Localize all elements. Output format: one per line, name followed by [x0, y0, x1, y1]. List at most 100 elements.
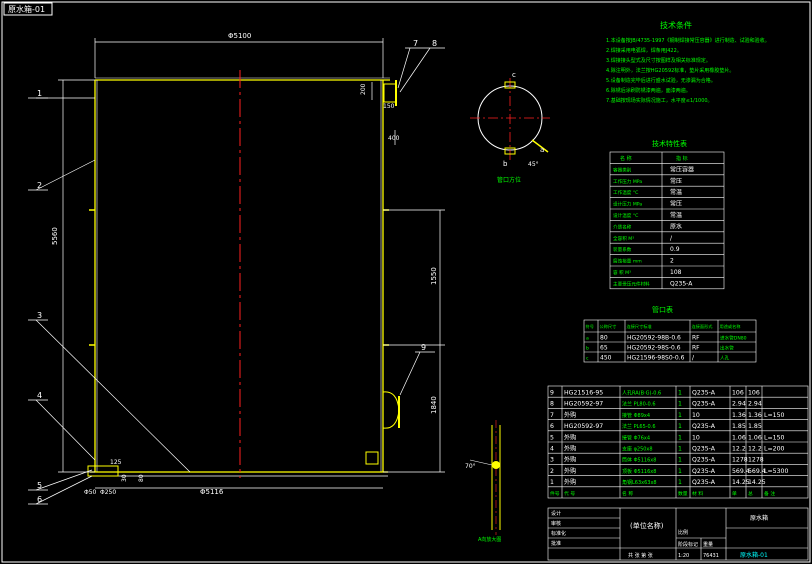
- nozzle-cell: 出水管: [720, 345, 734, 352]
- nozzle-frame: [583, 319, 757, 363]
- bom-cell: 1: [678, 423, 682, 430]
- tb-approve: 批准: [551, 540, 561, 547]
- bom-cell: 10: [692, 412, 700, 419]
- bom-cell: Q235-A: [692, 468, 716, 475]
- tb-stage: 阶段标记: [678, 541, 698, 548]
- plan-label-a: a: [540, 146, 544, 154]
- callout-6: 6: [37, 495, 42, 504]
- bom-cell: 接管 Φ76x4: [622, 434, 650, 441]
- bom-grid: [547, 385, 809, 499]
- char-cell-value: 108: [670, 269, 682, 276]
- dim-mid-height: 1550: [430, 267, 438, 285]
- bom-cell: L=150: [764, 434, 785, 441]
- char-cell-name: 介质名称: [613, 223, 632, 230]
- nozzle-cell: /: [692, 355, 695, 362]
- char-cell-value: 常压容器: [670, 165, 694, 173]
- char-cell-name: 腐蚀裕量 mm: [613, 258, 642, 265]
- dim-200: 200: [360, 83, 367, 95]
- plan-nozzle-b: [504, 147, 516, 155]
- dim-height: 5560: [51, 227, 59, 245]
- nozzle-cell: HG20592-98S-0.6: [627, 345, 681, 352]
- nozzle-cell: 450: [600, 355, 612, 362]
- nozzle-cell: 进水管DN80: [720, 335, 747, 342]
- nozzle-header-cell: 连接尺寸标准: [627, 323, 652, 330]
- plan-label-c: c: [512, 71, 516, 79]
- char-grid: [609, 151, 725, 290]
- tb-drawing-name: 原水箱: [750, 514, 768, 522]
- bom-cell: 14.25: [748, 479, 766, 486]
- bom-cell: 1: [678, 390, 682, 397]
- bom-cell: 1: [678, 401, 682, 408]
- nozzle-header-cell: 用途或名称: [720, 323, 741, 330]
- manhole: [382, 391, 400, 429]
- dim-125: 125: [110, 459, 122, 466]
- callout-2: 2: [37, 181, 42, 190]
- bom-cell: L=150: [764, 412, 785, 419]
- title-block: 设计 审核 标准化 批准 (单位名称) 阶段标记 重量 76431 1:20 比…: [547, 507, 809, 561]
- bom-cell: 106: [748, 390, 760, 397]
- nozzle-cell: RF: [692, 345, 700, 352]
- bom-cell: 2.94: [732, 401, 746, 408]
- dim-base-right: Φ250: [100, 489, 116, 496]
- outlet-nozzle: [365, 451, 379, 465]
- bom-cell: 1: [550, 479, 554, 486]
- tb-standard: 标准化: [551, 530, 566, 537]
- bom-cell: 6: [550, 423, 554, 430]
- char-cell-name: 全容积 M³: [613, 235, 634, 242]
- dim-lower-height: 1840: [430, 396, 438, 414]
- bom-cell: Q235-A: [692, 423, 716, 430]
- leader-3: [35, 319, 191, 473]
- callout-8: 8: [432, 39, 437, 48]
- dimensions: [58, 38, 445, 489]
- title-block-text: 设计 审核 标准化 批准 (单位名称) 阶段标记 重量 76431 1:20 比…: [551, 510, 768, 559]
- tb-drawing-no: 原水箱-01: [740, 551, 768, 559]
- bom-cell: 法兰 PL65-0.6: [622, 423, 656, 430]
- nozzle-cell: a: [586, 337, 589, 342]
- char-cell-value: Q235-A: [670, 280, 693, 287]
- plan-nozzle-a: [531, 139, 549, 153]
- bom-cell: Q235-A: [692, 446, 716, 453]
- nozzle-grid: [583, 319, 757, 363]
- bom-cell: 1: [678, 479, 682, 486]
- tech-requirements: 技术条件 1.本设备按JB/4735-1997《钢制焊接常压容器》进行制造、试验…: [606, 20, 770, 104]
- char-cell-name: 容器类别: [613, 166, 632, 173]
- bom-cell: 8: [550, 401, 554, 408]
- dim-150: 150: [383, 103, 395, 110]
- bom-cell: 1278: [732, 457, 748, 464]
- tb-sheet: 共 张 第 张: [628, 552, 653, 559]
- bom-cell: HG20592-97: [564, 401, 603, 408]
- dim-80: 80: [138, 474, 145, 482]
- bom-cell: 14.25: [732, 479, 750, 486]
- bom-cell: 1.36: [748, 412, 762, 419]
- leader-9: [399, 351, 421, 396]
- tb-weight-label: 重量: [703, 541, 713, 548]
- nozzle-orientation-view: c a b 45° 管口方位: [470, 71, 550, 184]
- nozzle-cell: 人孔: [720, 355, 730, 362]
- bom-header-cell: 名 称: [622, 490, 633, 497]
- bom-cell: 12.2: [732, 446, 746, 453]
- char-cell-value: 常压: [670, 177, 682, 185]
- bom-cell: 1: [678, 434, 682, 441]
- char-cell-value: 0.9: [670, 246, 680, 253]
- char-cell-name: 工作温度 °C: [613, 189, 638, 196]
- tank-elevation: [87, 70, 400, 478]
- dimension-texts: Φ5100 5560 1550 1840 Φ5116 Φ50 Φ250 125 …: [51, 32, 438, 496]
- tb-check: 审核: [551, 520, 561, 527]
- tb-design: 设计: [551, 510, 561, 517]
- bom-cell: 12.2: [748, 446, 762, 453]
- callout-3: 3: [37, 311, 42, 320]
- title-tag-box: [3, 2, 53, 16]
- tech-line-3: 3.焊接接头型式及尺寸按图样及相关标准规定。: [606, 57, 711, 64]
- callout-leaders: [28, 47, 445, 505]
- bom-cell: 2: [550, 468, 554, 475]
- dim-top-width: Φ5100: [228, 32, 251, 40]
- callout-7: 7: [413, 39, 418, 48]
- leader-2: [35, 159, 96, 191]
- tb-scale-label: 比例: [678, 529, 688, 536]
- bom-header-cell: 数量: [678, 490, 688, 497]
- char-header-name: 名 称: [620, 155, 632, 162]
- nozzle-header-cell: 公称尺寸: [600, 323, 617, 330]
- bom-cell: 角钢L63x63x8: [622, 479, 657, 486]
